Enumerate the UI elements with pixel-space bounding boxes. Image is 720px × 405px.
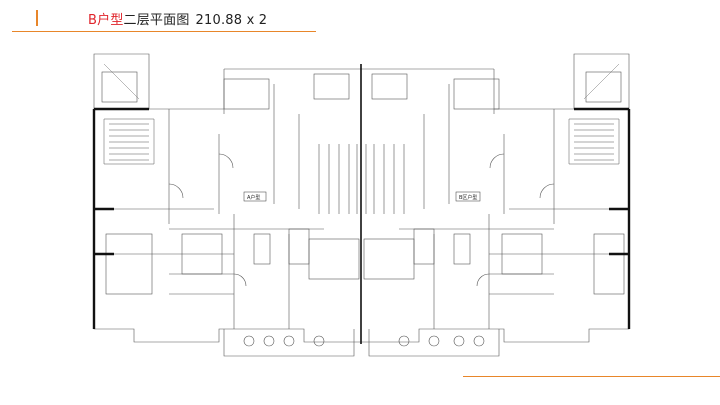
- header-divider: [12, 31, 316, 32]
- unit-left-label: A户型: [247, 194, 260, 201]
- header-accent-bar: [36, 10, 38, 26]
- title-area: 210.88 x 2: [195, 13, 268, 28]
- title-unit-type: B户型: [88, 13, 124, 28]
- page-title: B户型二层平面图 210.88 x 2: [88, 9, 267, 28]
- footer-divider: [463, 376, 720, 377]
- unit-right-label: B区户型: [459, 194, 477, 201]
- floor-plan-drawing: A户型 B区户型: [92, 53, 631, 357]
- title-plan-name: 二层平面图: [123, 13, 190, 28]
